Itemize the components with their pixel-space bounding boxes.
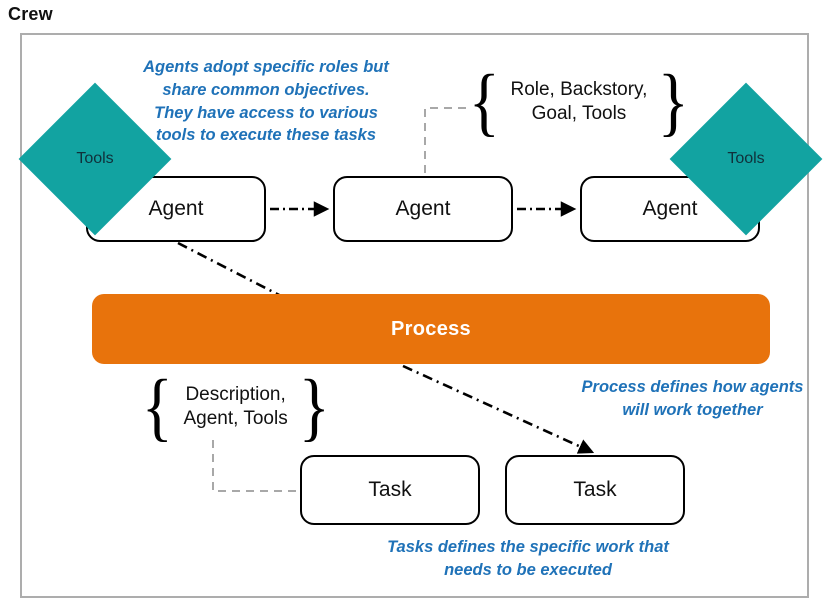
agent-node-2-label: Agent [395, 197, 451, 220]
agent-attributes-brace: { Role, Backstory, Goal, Tools } [466, 60, 692, 144]
brace-close-icon: } [658, 60, 690, 144]
agent-node-2[interactable]: Agent [333, 176, 513, 242]
brace-open-icon: { [468, 60, 500, 144]
agent-node-1-label: Agent [148, 197, 204, 220]
annotation-process: Process defines how agents will work tog… [581, 378, 804, 419]
tools-diamond-right-label: Tools [727, 150, 765, 167]
brace-open-icon: { [141, 365, 173, 449]
page-title: Crew [8, 4, 53, 24]
task-attributes-text: Description, Agent, Tools [183, 383, 288, 430]
task-node-2[interactable]: Task [505, 455, 685, 525]
task-node-1[interactable]: Task [300, 455, 480, 525]
agent-attributes-text: Role, Backstory, Goal, Tools [510, 78, 648, 125]
process-bar[interactable]: Process [92, 294, 770, 364]
task-node-2-label: Task [573, 478, 617, 501]
annotation-tasks: Tasks defines the specific work that nee… [387, 538, 669, 579]
process-bar-label: Process [391, 317, 471, 340]
task-attributes-brace: { Description, Agent, Tools } [139, 365, 332, 449]
agent-node-3-label: Agent [642, 197, 698, 220]
brace-close-icon: } [298, 365, 330, 449]
task-node-1-label: Task [368, 478, 412, 501]
annotation-agents: Agents adopt specific roles but share co… [143, 58, 389, 145]
tools-diamond-right[interactable]: Tools [669, 82, 823, 236]
